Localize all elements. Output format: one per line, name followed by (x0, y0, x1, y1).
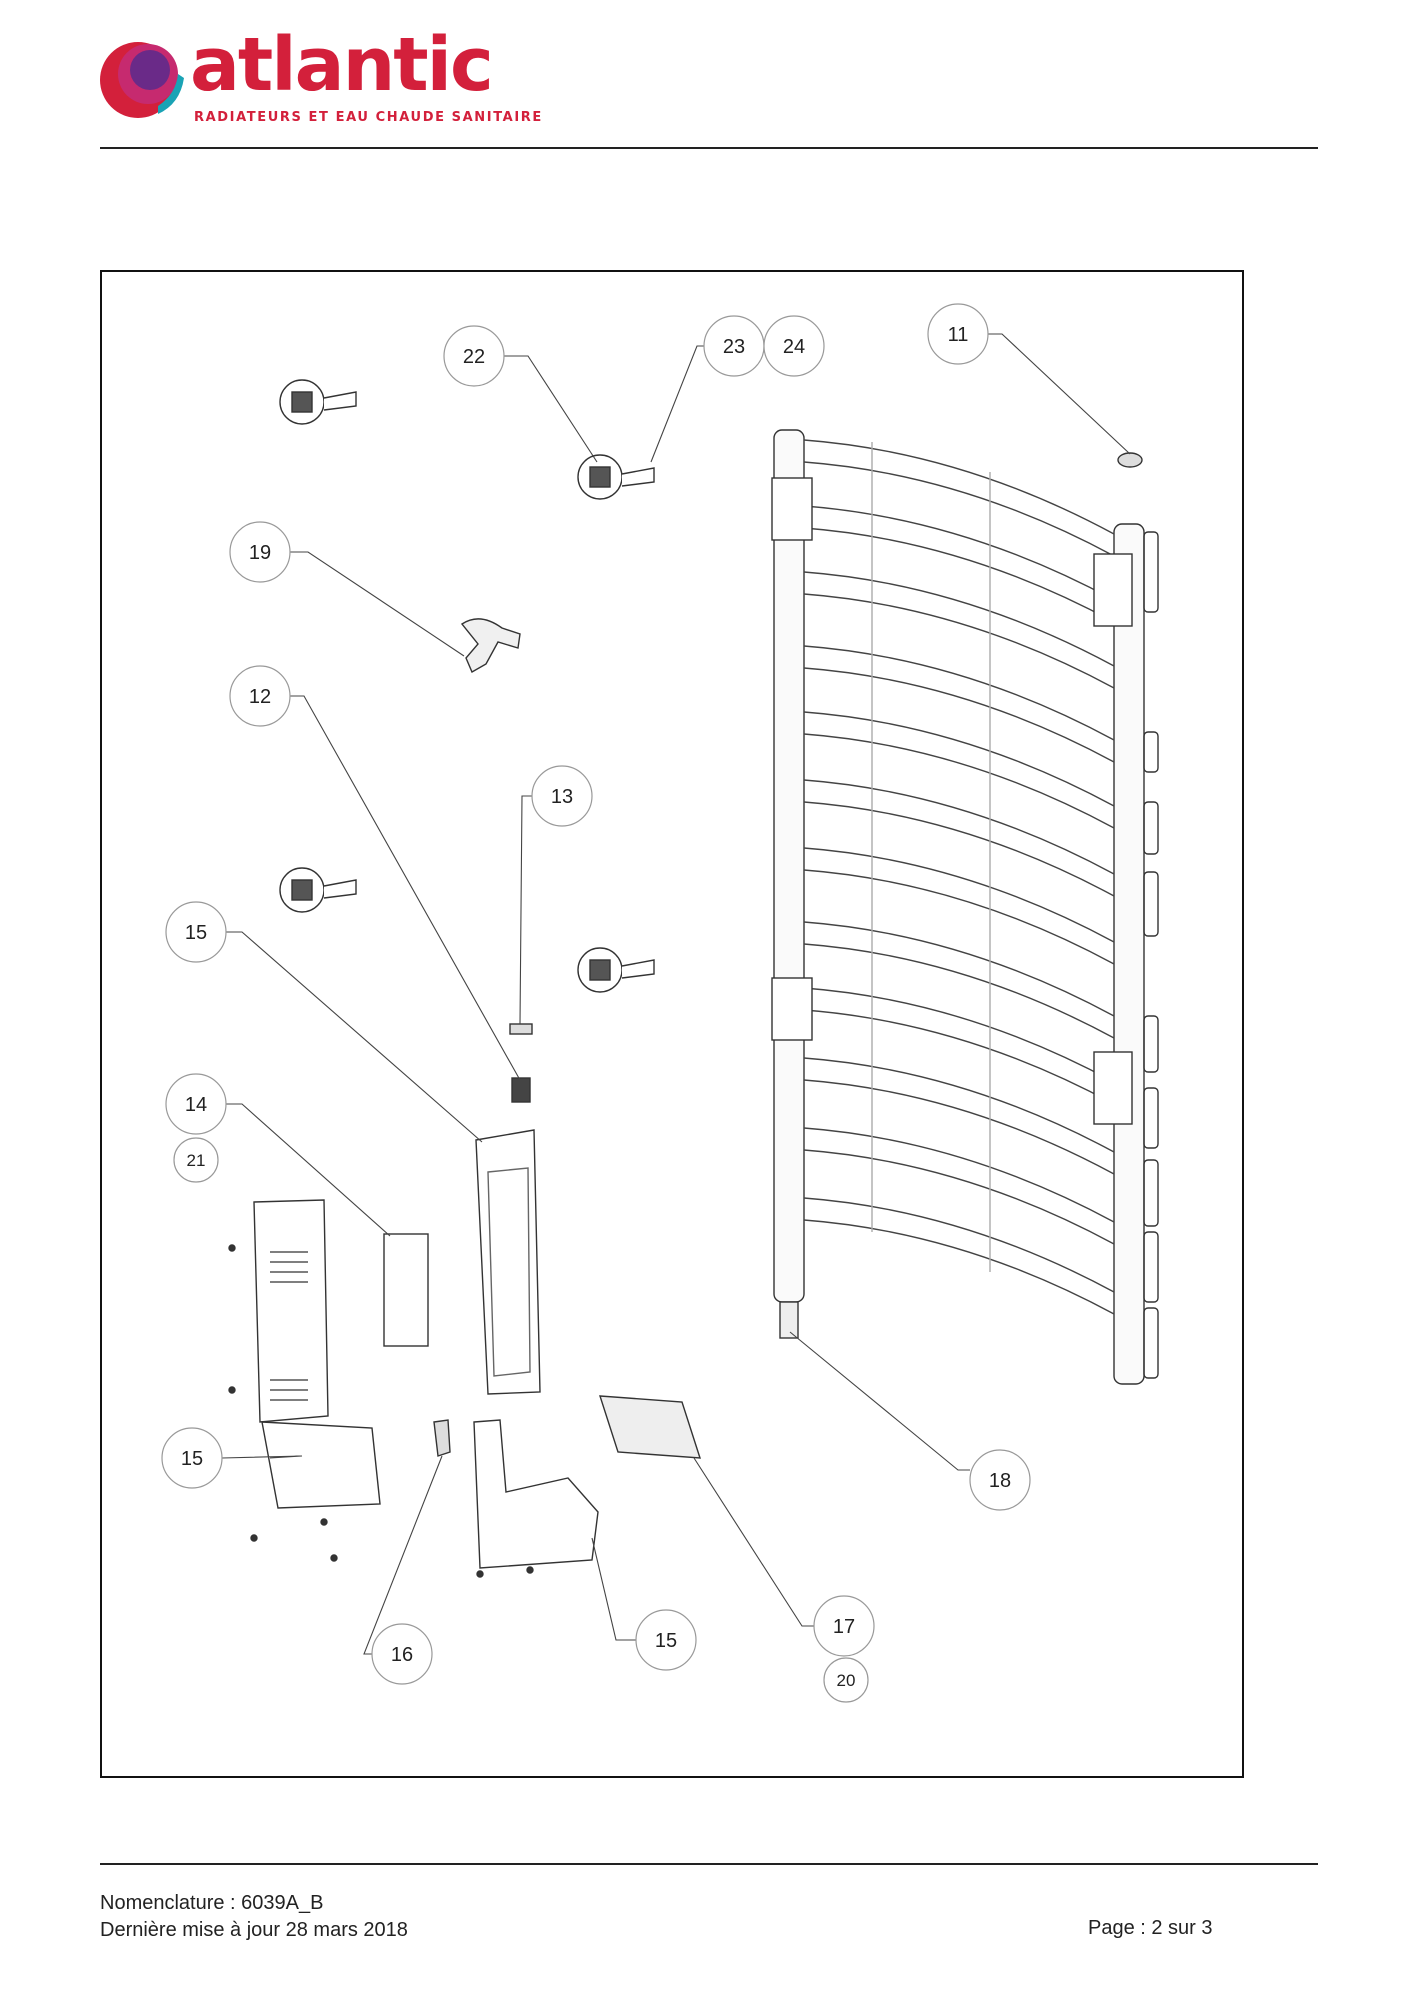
callout-label: 19 (249, 542, 271, 564)
screws (228, 1244, 534, 1578)
electronic-board (383, 1233, 429, 1347)
radiator-bars (803, 439, 1115, 1315)
callout-label: 15 (185, 922, 207, 944)
bracket-top-right (1093, 553, 1133, 627)
callout-label: 12 (249, 686, 271, 708)
callout-13 (531, 765, 593, 827)
front-cover (253, 1199, 329, 1423)
page-number: Page : 2 sur 3 (1088, 1917, 1213, 1939)
nomenclature-reference: Nomenclature : 6039A_B (100, 1892, 324, 1914)
callout-22 (443, 325, 505, 387)
exploded-view-drawing: 22 23 24 11 19 12 13 15 14 21 15 18 17 2… (161, 303, 1159, 1703)
mounting-tool (460, 618, 521, 673)
callout-15-bottom (635, 1609, 697, 1671)
callout-label: 18 (989, 1470, 1011, 1492)
lower-cover (261, 1421, 381, 1509)
temperature-sensor (433, 1419, 451, 1457)
callout-14 (165, 1073, 227, 1135)
callout-18 (969, 1449, 1031, 1511)
callout-label: 15 (181, 1448, 203, 1470)
callout-label: 20 (837, 1671, 856, 1690)
callout-label: 17 (833, 1616, 855, 1638)
last-updated: Dernière mise à jour 28 mars 2018 (100, 1919, 408, 1941)
callout-label: 13 (551, 786, 573, 808)
radiator-right-tube (1113, 523, 1145, 1385)
display-module (599, 1395, 701, 1459)
bracket-top-left (771, 477, 813, 541)
radiator-side-clips (1143, 531, 1159, 1379)
brand-tagline: RADIATEURS ET EAU CHAUDE SANITAIRE (194, 110, 543, 125)
header-divider (100, 147, 1318, 149)
callout-label: 15 (655, 1630, 677, 1652)
callout-12 (229, 665, 291, 727)
callout-15-left (165, 901, 227, 963)
radiator-left-tube (773, 429, 805, 1303)
switch-cover (509, 1023, 533, 1035)
power-switch (511, 1077, 531, 1103)
callout-label: 22 (463, 346, 485, 368)
drain-valve (779, 1301, 799, 1339)
bleed-valve (1117, 452, 1143, 468)
bracket-bottom-left (771, 977, 813, 1041)
callout-label: 24 (783, 336, 805, 358)
logo-mark-icon (100, 42, 184, 118)
leader-lines (221, 333, 1131, 1655)
footer-divider (100, 1863, 1318, 1865)
callout-24 (763, 315, 825, 377)
lower-box (473, 1419, 599, 1569)
wall-mount-knobs (279, 379, 655, 993)
brand-name: atlantic (190, 22, 494, 108)
parts-diagram: 22 23 24 11 19 12 13 15 14 21 15 18 17 2… (100, 270, 1244, 1778)
callout-20 (823, 1657, 869, 1703)
bracket-bottom-right (1093, 1051, 1133, 1125)
callout-11 (927, 303, 989, 365)
callout-17 (813, 1595, 875, 1657)
callout-label: 23 (723, 336, 745, 358)
callout-15-lower (161, 1427, 223, 1489)
callout-21 (173, 1137, 219, 1183)
callout-label: 21 (187, 1151, 206, 1170)
callout-label: 11 (948, 324, 969, 346)
callouts (161, 303, 1031, 1703)
callout-16 (371, 1623, 433, 1685)
callout-label: 14 (185, 1094, 207, 1116)
atlantic-logo: atlantic RADIATEURS ET EAU CHAUDE SANITA… (98, 22, 541, 130)
footer-info: Nomenclature : 6039A_B Dernière mise à j… (100, 1890, 408, 1944)
callout-label: 16 (391, 1644, 413, 1666)
callout-19 (229, 521, 291, 583)
